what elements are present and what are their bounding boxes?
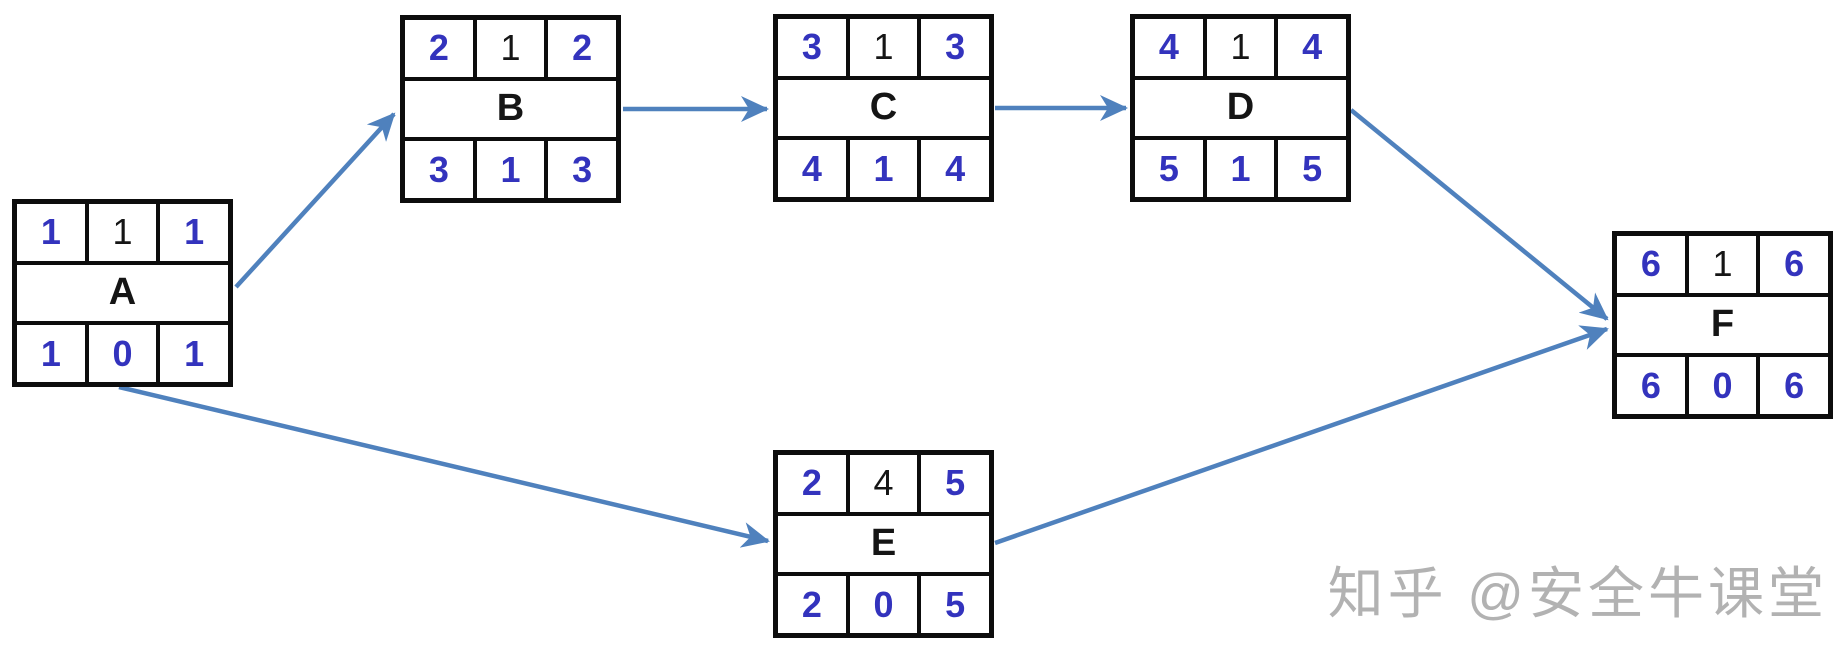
- es-cell: 3: [776, 17, 848, 78]
- activity-node-B: 2 1 2 B 3 1 3: [400, 15, 621, 203]
- es-cell: 4: [1133, 17, 1205, 78]
- lf-cell: 6: [1758, 355, 1830, 416]
- activity-label: D: [1133, 77, 1348, 139]
- ef-cell: 1: [158, 202, 230, 263]
- lf-cell: 5: [1276, 138, 1348, 199]
- es-cell: 6: [1615, 234, 1687, 295]
- ef-cell: 4: [1276, 17, 1348, 78]
- ls-cell: 5: [1133, 138, 1205, 199]
- es-cell: 2: [403, 18, 475, 79]
- lf-cell: 1: [158, 323, 230, 384]
- watermark: 知乎 @安全牛课堂: [1327, 562, 1828, 625]
- activity-label: B: [403, 78, 618, 140]
- edge-D-F: [1349, 108, 1609, 321]
- activity-node-D: 4 1 4 D 5 1 5: [1130, 14, 1351, 202]
- activity-label: C: [776, 77, 991, 139]
- float-cell: 1: [847, 138, 920, 199]
- edge-A-B: [234, 112, 396, 289]
- ef-cell: 5: [919, 453, 991, 514]
- float-cell: 1: [474, 139, 547, 200]
- ef-cell: 6: [1758, 234, 1830, 295]
- ls-cell: 6: [1615, 355, 1687, 416]
- ls-cell: 4: [776, 138, 848, 199]
- duration-cell: 1: [847, 17, 920, 78]
- activity-node-C: 3 1 3 C 4 1 4: [773, 14, 994, 202]
- duration-cell: 1: [86, 202, 159, 263]
- ef-cell: 2: [546, 18, 618, 79]
- ls-cell: 3: [403, 139, 475, 200]
- duration-cell: 1: [1204, 17, 1277, 78]
- lf-cell: 4: [919, 138, 991, 199]
- activity-label: A: [15, 262, 230, 324]
- ef-cell: 3: [919, 17, 991, 78]
- duration-cell: 4: [847, 453, 920, 514]
- float-cell: 0: [847, 574, 920, 635]
- duration-cell: 1: [1686, 234, 1759, 295]
- ls-cell: 2: [776, 574, 848, 635]
- lf-cell: 3: [546, 139, 618, 200]
- activity-node-F: 6 1 6 F 6 0 6: [1612, 231, 1833, 419]
- es-cell: 2: [776, 453, 848, 514]
- duration-cell: 1: [474, 18, 547, 79]
- edge-A-E: [118, 384, 770, 548]
- activity-label: F: [1615, 294, 1830, 356]
- ls-cell: 1: [15, 323, 87, 384]
- float-cell: 0: [86, 323, 159, 384]
- lf-cell: 5: [919, 574, 991, 635]
- activity-label: E: [776, 513, 991, 575]
- float-cell: 1: [1204, 138, 1277, 199]
- edge-E-F: [994, 325, 1609, 546]
- float-cell: 0: [1686, 355, 1759, 416]
- activity-node-E: 2 4 5 E 2 0 5: [773, 450, 994, 638]
- es-cell: 1: [15, 202, 87, 263]
- activity-node-A: 1 1 1 A 1 0 1: [12, 199, 233, 387]
